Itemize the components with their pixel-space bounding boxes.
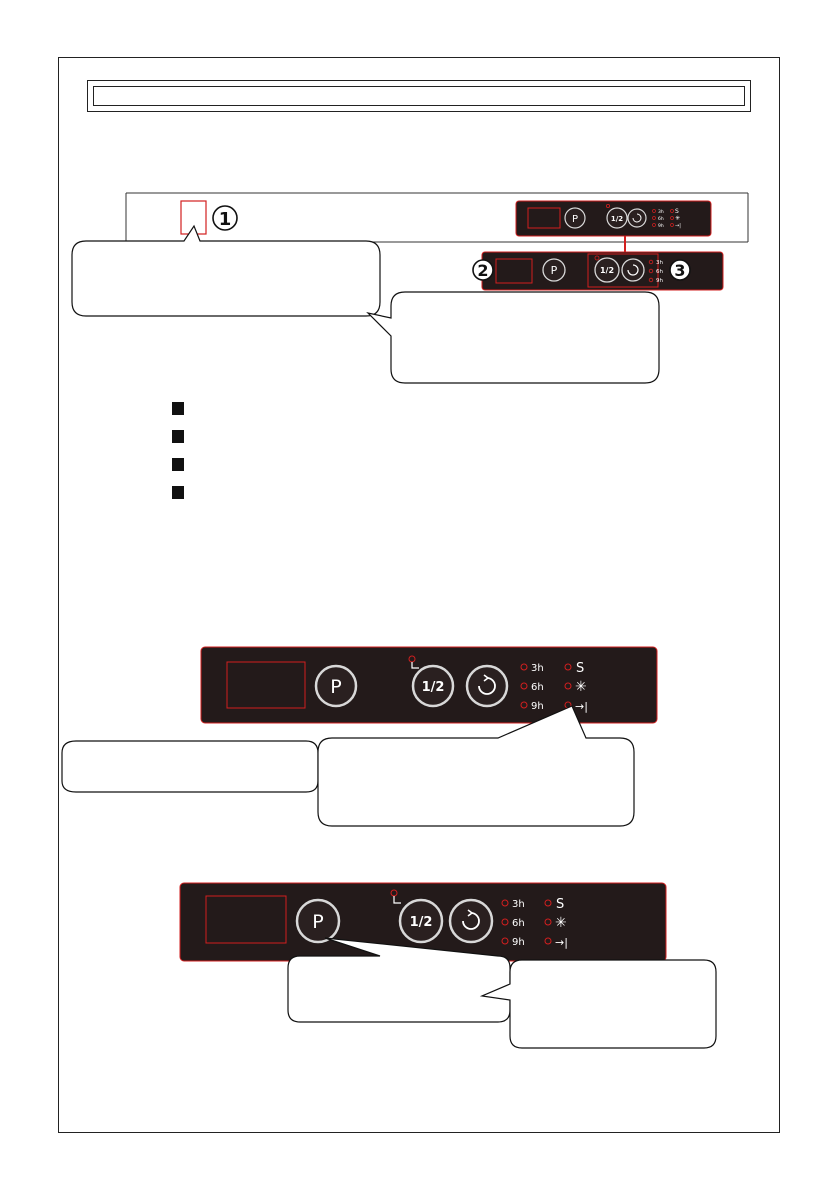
page-frame <box>58 57 780 1133</box>
callout-bubble-left <box>71 224 381 317</box>
salt-refill-icon: S <box>576 661 584 676</box>
panel2-half-label: 1/2 <box>410 915 433 930</box>
panel1-delay-3: 3h <box>531 663 544 674</box>
door-panel-delay-9: 9h <box>658 223 664 229</box>
marker-1-label: 1 <box>219 209 232 230</box>
panel2-delay-9: 9h <box>512 937 525 948</box>
marker-2-label: 2 <box>477 261 488 280</box>
door-panel-program-label: P <box>572 214 578 225</box>
appliance-door: 1 <box>125 192 749 243</box>
control-panel-detail-1: P 1/2 3h 6h 9h S ✳ →| <box>200 646 658 724</box>
salt-refill-icon-2: S <box>556 897 564 912</box>
enlarged-delay-3: 3h <box>656 260 663 266</box>
panel1-delay-6: 6h <box>531 682 544 693</box>
door-panel-salt-icon: S <box>675 208 679 215</box>
bullet-1 <box>172 402 184 415</box>
enlarged-delay-6: 6h <box>656 269 663 275</box>
end-of-cycle-icon-2: →| <box>555 936 568 949</box>
door-control-panel: P 1/2 3h 6h 9h S ✳ →| <box>515 200 712 237</box>
end-of-cycle-icon: →| <box>575 700 588 713</box>
door-panel-end-icon: →| <box>675 223 681 229</box>
callout-bubble-mid-right <box>317 705 635 827</box>
panel2-start-icon <box>462 912 480 930</box>
enlarged-delay-9: 9h <box>656 278 663 284</box>
door-panel-delay-3: 3h <box>658 209 664 215</box>
marker-3-label: 3 <box>674 261 685 280</box>
rinse-aid-icon: ✳ <box>575 679 587 695</box>
callout-bubble-mid-left <box>61 740 319 793</box>
callout-bubble-right <box>366 291 660 384</box>
door-panel-half-label: 1/2 <box>611 215 623 223</box>
panel2-delay-3: 3h <box>512 899 525 910</box>
callout-bubble-bottom-right <box>479 959 717 1049</box>
enlarged-half-label: 1/2 <box>600 266 614 275</box>
panel2-delay-6: 6h <box>512 918 525 929</box>
bullet-3 <box>172 458 184 471</box>
door-panel-delay-6: 6h <box>658 216 664 222</box>
control-panel-detail-2: P 1/2 3h 6h 9h S ✳ →| <box>179 882 667 962</box>
panel1-program-label: P <box>330 676 341 698</box>
callout-bubble-bottom-left <box>287 937 511 1023</box>
door-panel-rinse-icon: ✳ <box>675 215 680 222</box>
panel1-half-label: 1/2 <box>422 680 445 695</box>
bullet-2 <box>172 430 184 443</box>
bullet-4 <box>172 486 184 499</box>
rinse-aid-icon-2: ✳ <box>555 915 567 931</box>
title-bar-inner <box>93 86 745 106</box>
panel2-program-label: P <box>312 911 323 933</box>
panel1-start-icon <box>478 677 496 695</box>
title-bar <box>87 80 751 112</box>
enlarged-program-label: P <box>551 264 558 277</box>
enlarged-control-panel: P 1/2 3h 6h 9h 2 3 <box>472 251 724 291</box>
panel1-delay-9: 9h <box>531 701 544 712</box>
